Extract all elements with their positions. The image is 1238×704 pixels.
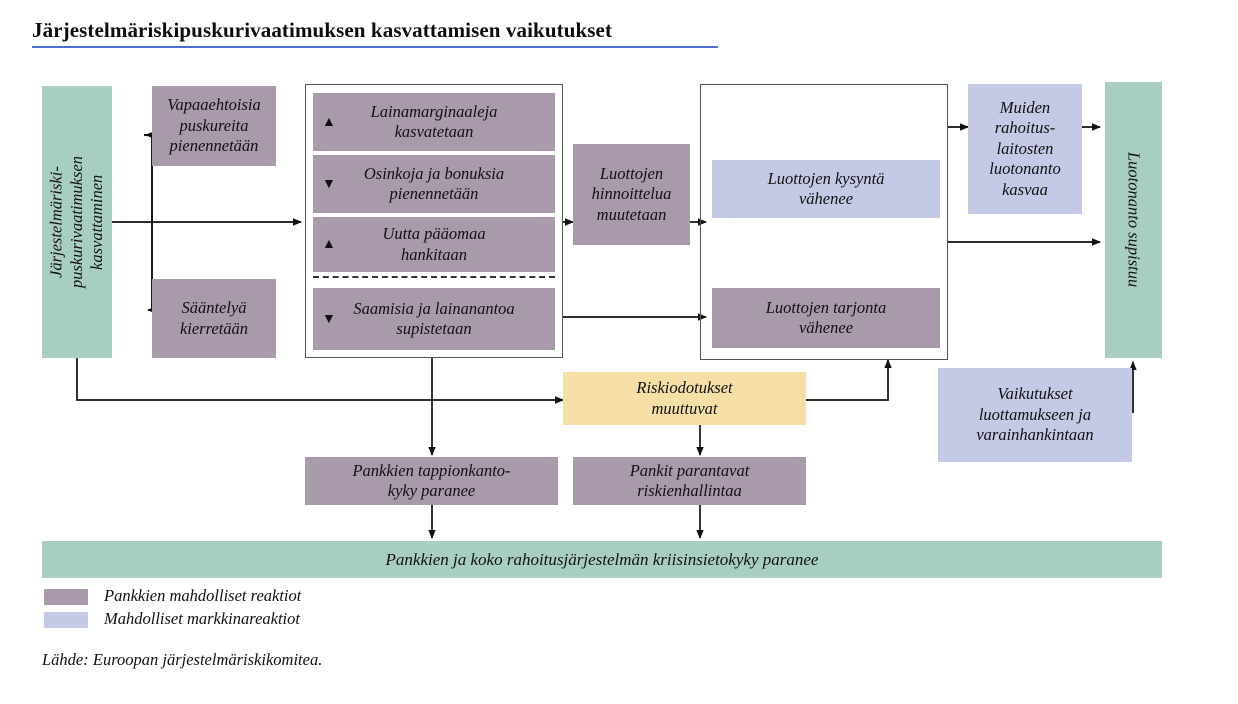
dividends-down-arrow-icon: ▼	[322, 177, 336, 192]
legend-label-bank-reactions: Pankkien mahdolliset reaktiot	[104, 586, 302, 605]
group-divider	[313, 276, 555, 278]
node-lending-contracts: Luotonanto supistuu	[1105, 82, 1162, 358]
margins-up-arrow-icon: ▲	[322, 115, 336, 130]
node-loss-capacity: Pankkien tappionkanto-kyky paranee	[305, 457, 558, 505]
receivables-down-arrow-icon: ▼	[322, 312, 336, 327]
group-bank-reactions	[305, 84, 563, 358]
legend-swatch-market-reactions	[44, 612, 88, 628]
group-market-reactions	[700, 84, 948, 360]
source-note: Lähde: Euroopan järjestelmäriskikomitea.	[42, 650, 323, 669]
title-underline	[32, 46, 718, 48]
legend-swatch-bank-reactions	[44, 589, 88, 605]
new-capital-arrow-icon: ▲	[322, 237, 336, 252]
legend-label-market-reactions: Mahdolliset markkinareaktiot	[104, 609, 300, 628]
node-resilience-bar: Pankkien ja koko rahoitusjärjestelmän kr…	[42, 541, 1162, 578]
page-title: Järjestelmäriskipuskurivaatimuksen kasva…	[32, 18, 613, 42]
